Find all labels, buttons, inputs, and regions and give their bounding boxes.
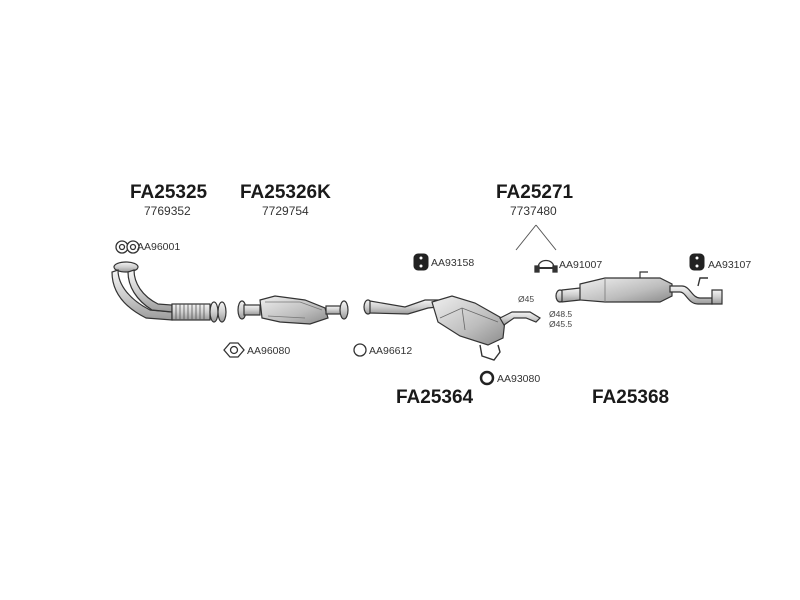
clamp-label: AA91007 [559, 259, 603, 271]
rubber-mount-mid-label: AA93158 [431, 257, 475, 269]
clamp-icon [534, 259, 558, 273]
front-pipe-oem: 7769352 [144, 204, 191, 218]
rear-set-oem: 7737480 [510, 204, 557, 218]
front-pipe-icon [111, 261, 227, 323]
catalyst-oem: 7729754 [262, 204, 309, 218]
rear-silencer-icon [555, 271, 723, 305]
dimension-48-5: Ø48.5 [549, 309, 573, 319]
catalyst-code: FA25326K [240, 182, 331, 203]
dimension-45-5: Ø45.5 [549, 319, 573, 329]
rubber-mount-rear-label: AA93107 [708, 259, 752, 271]
middle-silencer-code: FA25364 [396, 387, 474, 408]
front-pipe-code: FA25325 [130, 182, 208, 203]
ring-mount-icon [479, 370, 495, 386]
ring-mount-label: AA93080 [497, 373, 541, 385]
rear-silencer-code: FA25368 [592, 387, 670, 408]
dimension-45: Ø45 [518, 294, 535, 304]
gasket-cat-label: AA96080 [247, 345, 291, 357]
rear-set-pointer-lines [515, 224, 557, 251]
rubber-mount-mid-icon [413, 253, 429, 271]
gasket-manifold-icon [115, 240, 140, 254]
rubber-mount-rear-icon [689, 253, 705, 271]
gasket-cat-icon [223, 342, 245, 358]
middle-silencer-icon [363, 295, 541, 361]
ring-gasket-label: AA96612 [369, 345, 413, 357]
ring-gasket-icon [353, 343, 367, 357]
gasket-manifold-label: AA96001 [137, 241, 181, 253]
catalyst-icon [237, 295, 349, 325]
rear-set-code: FA25271 [496, 182, 574, 203]
